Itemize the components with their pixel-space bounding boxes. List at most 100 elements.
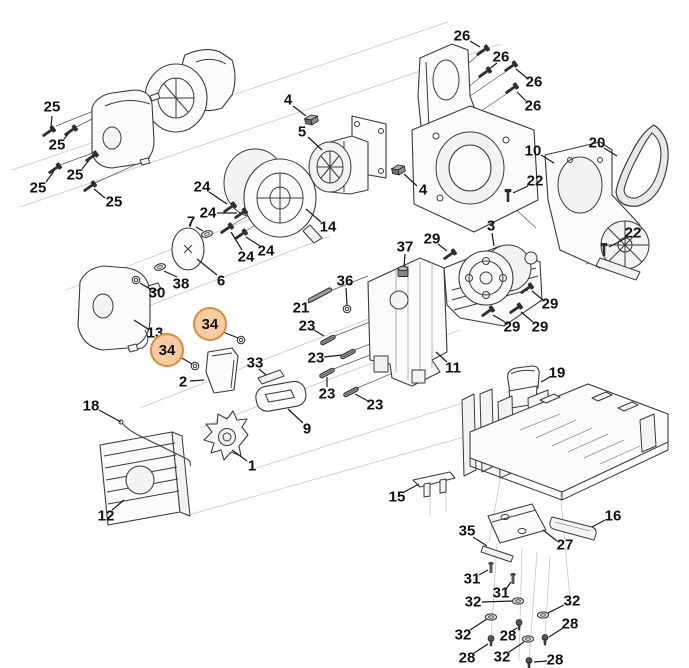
part-callout-11[interactable]: 11 [445,359,461,377]
part-callout-9[interactable]: 9 [302,420,312,438]
part-callout-19[interactable]: 19 [548,364,566,382]
screw-icon [541,634,549,646]
part-drawing-clutch-3 [458,244,538,306]
part-drawing-electric-motor-5 [308,115,387,195]
leader-line [354,393,369,402]
part-callout-31[interactable]: 31 [492,584,510,602]
part-callout-6[interactable]: 6 [216,272,226,290]
leader-line [520,311,534,323]
part-callout-24[interactable]: 24 [257,242,275,260]
screw-icon [476,44,491,56]
part-callout-35[interactable]: 35 [458,522,476,540]
part-callout-7[interactable]: 7 [186,213,196,231]
leader-line [492,314,506,323]
part-callout-2[interactable]: 2 [178,373,188,391]
leader-line [603,147,618,157]
part-callout-32[interactable]: 32 [493,648,511,666]
part-callout-28[interactable]: 28 [546,651,564,668]
part-callout-28[interactable]: 28 [561,615,579,633]
leader-line [111,499,125,511]
part-callout-29[interactable]: 29 [531,318,549,336]
part-callout-26[interactable]: 26 [525,73,543,91]
part-callout-25[interactable]: 25 [48,136,66,154]
leader-line [403,253,406,268]
roll-pin-icon [320,334,336,346]
part-callout-29[interactable]: 29 [541,295,559,313]
part-callout-24[interactable]: 24 [237,248,255,266]
part-callout-4[interactable]: 4 [418,181,428,199]
part-callout-32[interactable]: 32 [464,593,482,611]
part-callout-32[interactable]: 32 [454,626,472,644]
part-callout-24[interactable]: 24 [193,178,211,196]
part-callout-24[interactable]: 24 [199,204,217,222]
part-callout-5[interactable]: 5 [297,123,307,141]
part-drawing-crankcase-11 [367,257,448,387]
part-callout-22[interactable]: 22 [624,224,642,242]
part-callout-28[interactable]: 28 [499,627,517,645]
part-drawing-chassis-base [461,383,669,501]
part-callout-12[interactable]: 12 [97,507,115,525]
part-callout-23[interactable]: 23 [307,349,325,367]
leader-line [403,483,420,493]
screw-icon [443,248,458,260]
part-drawing-strip-35 [480,545,514,563]
part-callout-33[interactable]: 33 [246,354,264,372]
part-callout-31[interactable]: 31 [463,570,481,588]
part-callout-21[interactable]: 21 [292,299,310,317]
part-callout-26[interactable]: 26 [492,48,510,66]
leader-line [45,170,55,183]
part-callout-4[interactable]: 4 [283,91,293,109]
screw-icon [234,207,249,219]
part-callout-32[interactable]: 32 [563,592,581,610]
part-callout-25[interactable]: 25 [43,98,61,116]
screw-icon [223,201,238,213]
leader-line [179,356,193,365]
leader-line [472,536,488,547]
leader-line [245,236,261,247]
screw-icon [234,228,249,240]
part-callout-18[interactable]: 18 [82,397,100,415]
part-callout-23[interactable]: 23 [366,396,384,414]
leader-line [469,40,481,48]
part-callout-22[interactable]: 22 [526,172,544,190]
part-callout-10[interactable]: 10 [524,142,542,160]
part-callout-29[interactable]: 29 [423,230,441,248]
part-callout-34-highlighted[interactable]: 34 [193,307,227,341]
part-callout-27[interactable]: 27 [556,536,574,554]
screw-icon [42,125,57,137]
pin-icon [510,573,516,584]
part-callout-25[interactable]: 25 [105,193,123,211]
part-callout-30[interactable]: 30 [148,284,166,302]
part-callout-25[interactable]: 25 [29,179,47,197]
part-callout-28[interactable]: 28 [458,649,476,667]
part-callout-16[interactable]: 16 [604,507,622,525]
part-callout-37[interactable]: 37 [396,238,414,256]
spacer-block-icon [390,164,406,176]
part-drawing-clip-15 [412,471,456,498]
leader-line [230,231,243,251]
part-drawing-washer-plate-6 [171,227,205,271]
washer-icon [201,230,213,238]
part-callout-20[interactable]: 20 [588,134,606,152]
part-callout-15[interactable]: 15 [388,488,406,506]
part-callout-26[interactable]: 26 [453,27,471,45]
part-callout-3[interactable]: 3 [486,217,496,235]
part-callout-36[interactable]: 36 [336,272,354,290]
part-callout-1[interactable]: 1 [247,457,257,475]
part-callout-34-highlighted[interactable]: 34 [150,333,184,367]
part-callout-23[interactable]: 23 [318,385,336,403]
screw-icon [478,66,493,78]
leader-line [222,331,239,339]
screw-icon [48,162,63,174]
part-callout-26[interactable]: 26 [524,97,542,115]
part-callout-25[interactable]: 25 [66,166,84,184]
part-callout-23[interactable]: 23 [298,317,316,335]
part-callout-29[interactable]: 29 [503,318,521,336]
screw-icon [85,150,100,162]
part-drawing-wire-18 [118,419,191,467]
part-callout-14[interactable]: 14 [319,218,337,236]
leader-line [231,449,248,462]
part-drawing-plate-27 [487,503,547,544]
leader-line [547,604,565,614]
part-callout-38[interactable]: 38 [172,275,190,293]
